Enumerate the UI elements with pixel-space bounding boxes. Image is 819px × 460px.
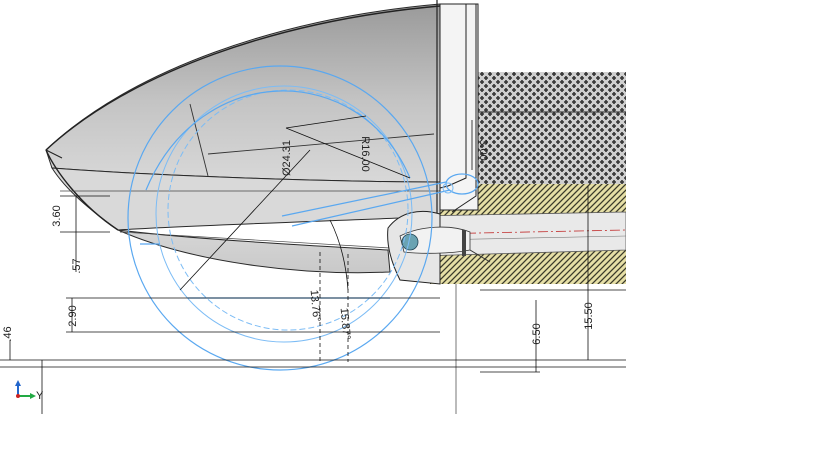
dim-3-60[interactable]: 3.60 — [51, 205, 63, 226]
angle-15-87[interactable]: 15.87° — [338, 307, 353, 340]
transom-wall — [436, 0, 479, 414]
triad-y-label: Y — [36, 390, 44, 402]
carbon-panel-upper — [440, 184, 626, 222]
dim-15-50[interactable]: 15.50 — [583, 302, 595, 330]
axis-triad-icon: Y — [15, 380, 44, 402]
cad-drawing: 3.60 .57 2.90 .46 Ø24.31 R16.00 3.00 6.5… — [0, 0, 626, 414]
carbon-panel-lower — [430, 250, 626, 284]
sketch-circle-inner — [155, 85, 413, 343]
dimension-geometry — [0, 115, 626, 414]
dim-diameter-24-31[interactable]: Ø24.31 — [281, 140, 293, 176]
dim-6-50[interactable]: 6.50 — [531, 323, 543, 344]
dim-2-90[interactable]: 2.90 — [67, 305, 79, 326]
dim-radius-16[interactable]: R16.00 — [359, 136, 371, 171]
dim-3-00[interactable]: 3.00 — [477, 139, 489, 160]
angle-13-76[interactable]: 13.76° — [308, 289, 323, 322]
sketch-circle-large — [127, 65, 433, 371]
dim-0-46[interactable]: .46 — [2, 326, 14, 341]
dim-0-57[interactable]: .57 — [71, 258, 83, 273]
cad-viewport[interactable]: 3.60 .57 2.90 .46 Ø24.31 R16.00 3.00 6.5… — [0, 0, 626, 414]
